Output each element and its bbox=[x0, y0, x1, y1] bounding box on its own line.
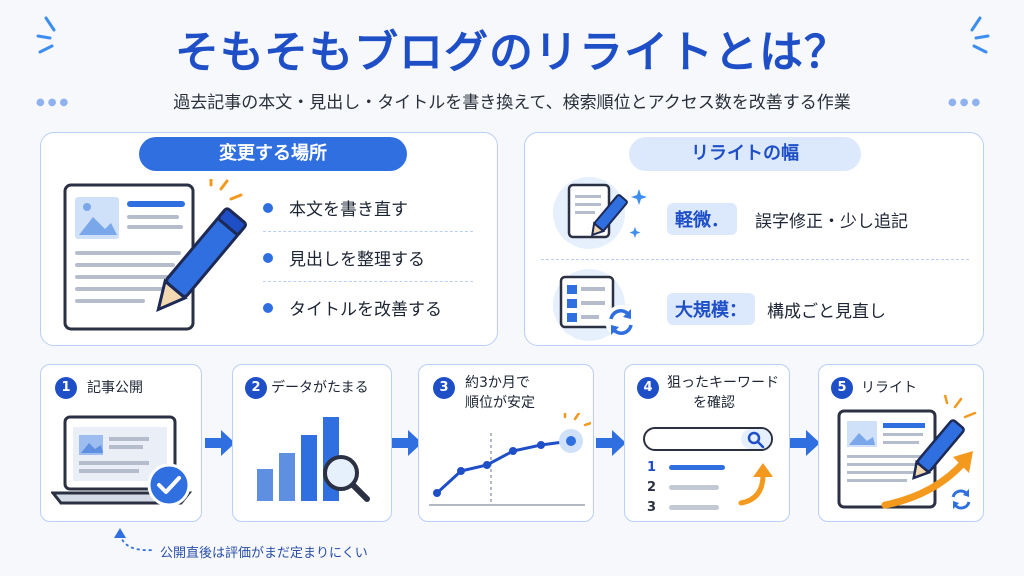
search-bar-icon bbox=[643, 427, 773, 455]
minor-edit-icon bbox=[547, 175, 657, 255]
major-restructure-icon bbox=[547, 267, 657, 347]
step-2-card: 2 データがたまる bbox=[232, 364, 392, 522]
laptop-check-icon bbox=[49, 413, 199, 521]
rank-number: 1 bbox=[647, 459, 657, 475]
minor-desc: 誤字修正・少し追記 bbox=[755, 211, 908, 232]
bar-chart-magnifier-icon bbox=[247, 411, 381, 519]
change-item-label: 本文を書き直す bbox=[289, 200, 408, 220]
step-number: 5 bbox=[831, 377, 853, 399]
step-3-card: 3 約3か月で 順位が安定 bbox=[418, 364, 594, 522]
rank-number: 3 bbox=[647, 499, 657, 515]
dots-decoration-left: ●●● bbox=[36, 97, 72, 108]
step-number: 2 bbox=[245, 377, 267, 399]
flow-arrow bbox=[596, 430, 626, 460]
change-item-heading: 見出しを整理する bbox=[263, 245, 425, 270]
bullet-dot bbox=[263, 202, 273, 213]
major-desc: 構成ごと見直し bbox=[767, 301, 886, 322]
rank-bar bbox=[669, 504, 719, 510]
keyword-ranking-list: 1 2 3 bbox=[647, 457, 757, 517]
step-number: 3 bbox=[433, 377, 455, 399]
rank-stable-line-icon bbox=[425, 409, 593, 521]
document-pencil-icon bbox=[61, 177, 251, 343]
bullet-dot bbox=[263, 302, 273, 313]
early-evaluation-note: 公開直後は評価がまだ定まりにくい bbox=[160, 546, 368, 561]
minor-tag: 軽微． bbox=[667, 203, 737, 235]
rewrite-scope-panel: リライトの幅 軽微． 誤字修正・少し追記 大規模： bbox=[524, 132, 984, 346]
flow-arrow bbox=[205, 430, 235, 460]
change-item-title: タイトルを改善する bbox=[263, 295, 442, 320]
divider bbox=[263, 231, 473, 232]
rewrite-scope-heading: リライトの幅 bbox=[629, 137, 861, 171]
note-curved-arrow-icon bbox=[110, 528, 158, 560]
rank-bar bbox=[669, 484, 719, 490]
step-4-card: 4 狙ったキーワード を確認 1 2 3 bbox=[624, 364, 790, 522]
step-label: データがたまる bbox=[271, 380, 369, 396]
change-item-label: 見出しを整理する bbox=[289, 250, 425, 270]
sparkle-right-icon bbox=[944, 14, 992, 62]
divider bbox=[541, 259, 969, 260]
rank-bar bbox=[669, 464, 725, 470]
divider bbox=[263, 281, 473, 282]
change-item-body: 本文を書き直す bbox=[263, 195, 408, 220]
step-label-line-1: 狙ったキーワード bbox=[667, 375, 779, 391]
change-location-heading: 変更する場所 bbox=[139, 137, 407, 171]
bullet-dot bbox=[263, 252, 273, 263]
dots-decoration-right: ●●● bbox=[948, 97, 984, 108]
flow-arrow bbox=[392, 430, 422, 460]
step-label-line-1: 約3か月で bbox=[465, 375, 530, 391]
change-item-label: タイトルを改善する bbox=[289, 300, 442, 320]
change-location-panel: 変更する場所 本文を書き直す 見出しを整 bbox=[40, 132, 498, 346]
major-tag: 大規模： bbox=[667, 293, 755, 325]
page-title: そもそもブログのリライトとは？ bbox=[174, 27, 850, 78]
rewrite-document-icon bbox=[825, 393, 981, 523]
page-subtitle: 過去記事の本文・見出し・タイトルを書き換えて、検索順位とアクセス数を改善する作業 bbox=[173, 93, 851, 113]
rank-number: 2 bbox=[647, 479, 657, 495]
step-1-card: 1 記事公開 bbox=[40, 364, 202, 522]
step-label: リライト bbox=[861, 380, 917, 396]
trend-up-arrow-icon bbox=[735, 463, 775, 513]
step-label-line-2: 順位が安定 bbox=[465, 395, 535, 411]
sparkle-left-icon bbox=[34, 14, 82, 62]
step-number: 4 bbox=[637, 377, 659, 399]
step-label-line-2: を確認 bbox=[693, 395, 735, 411]
step-label: 記事公開 bbox=[87, 380, 143, 396]
step-5-card: 5 リライト bbox=[818, 364, 984, 522]
major-row: 大規模： 構成ごと見直し bbox=[667, 293, 886, 325]
minor-row: 軽微． 誤字修正・少し追記 bbox=[667, 203, 908, 235]
step-number: 1 bbox=[55, 377, 77, 399]
flow-arrow bbox=[790, 430, 820, 460]
